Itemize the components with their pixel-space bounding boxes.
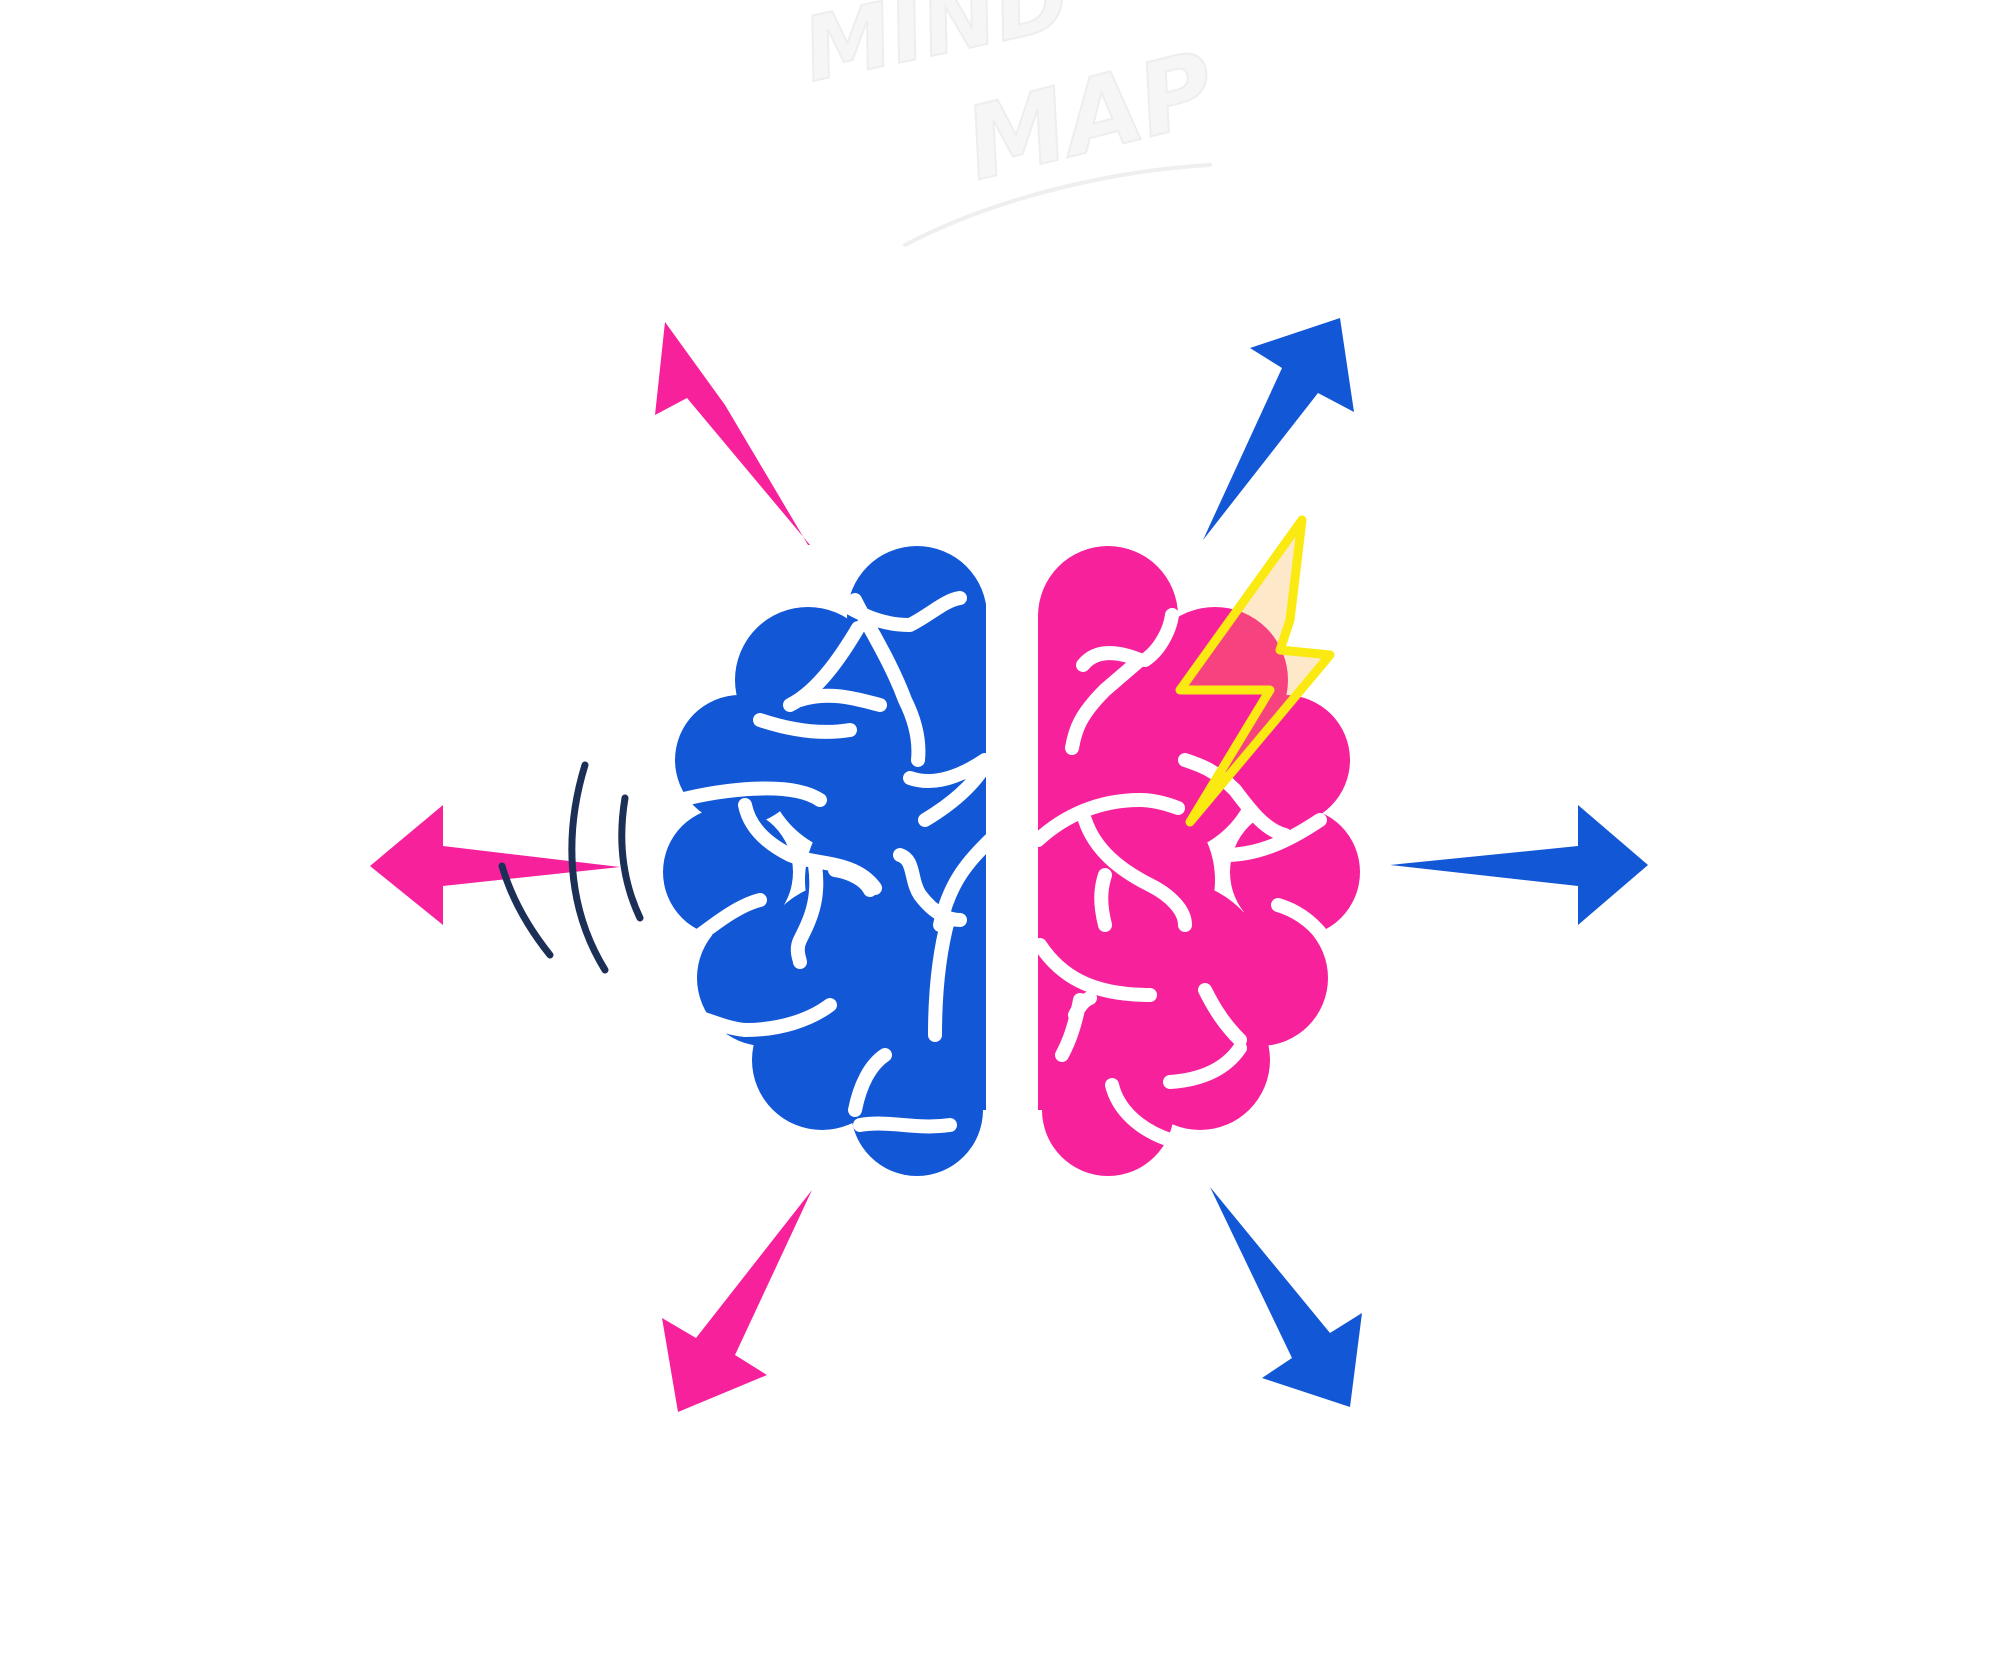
arrow-right (1390, 805, 1648, 925)
arrow-left (370, 805, 620, 925)
arrow-down-right (1210, 1187, 1362, 1407)
arrow-up-left (655, 322, 810, 545)
title-line-1: MIND (795, 0, 1078, 102)
arrows (370, 318, 1648, 1412)
arrow-up-right (1203, 318, 1354, 540)
left-hemisphere-folds (673, 591, 997, 1134)
lightning-bolt-icon (1175, 515, 1335, 827)
motion-lines-icon (498, 761, 644, 974)
arrow-down-left (662, 1190, 812, 1412)
brain-right-hemisphere-icon (1025, 546, 1360, 1176)
title: MIND MAP (794, 0, 1227, 247)
motion-line-3 (618, 794, 644, 922)
title-underline (903, 163, 1212, 247)
brain-left-hemisphere-icon (663, 546, 997, 1176)
motion-line-2 (568, 761, 609, 974)
motion-line-1 (498, 862, 554, 959)
hemisphere-divider (986, 580, 1038, 1160)
right-hemisphere-folds (1031, 608, 1329, 1147)
